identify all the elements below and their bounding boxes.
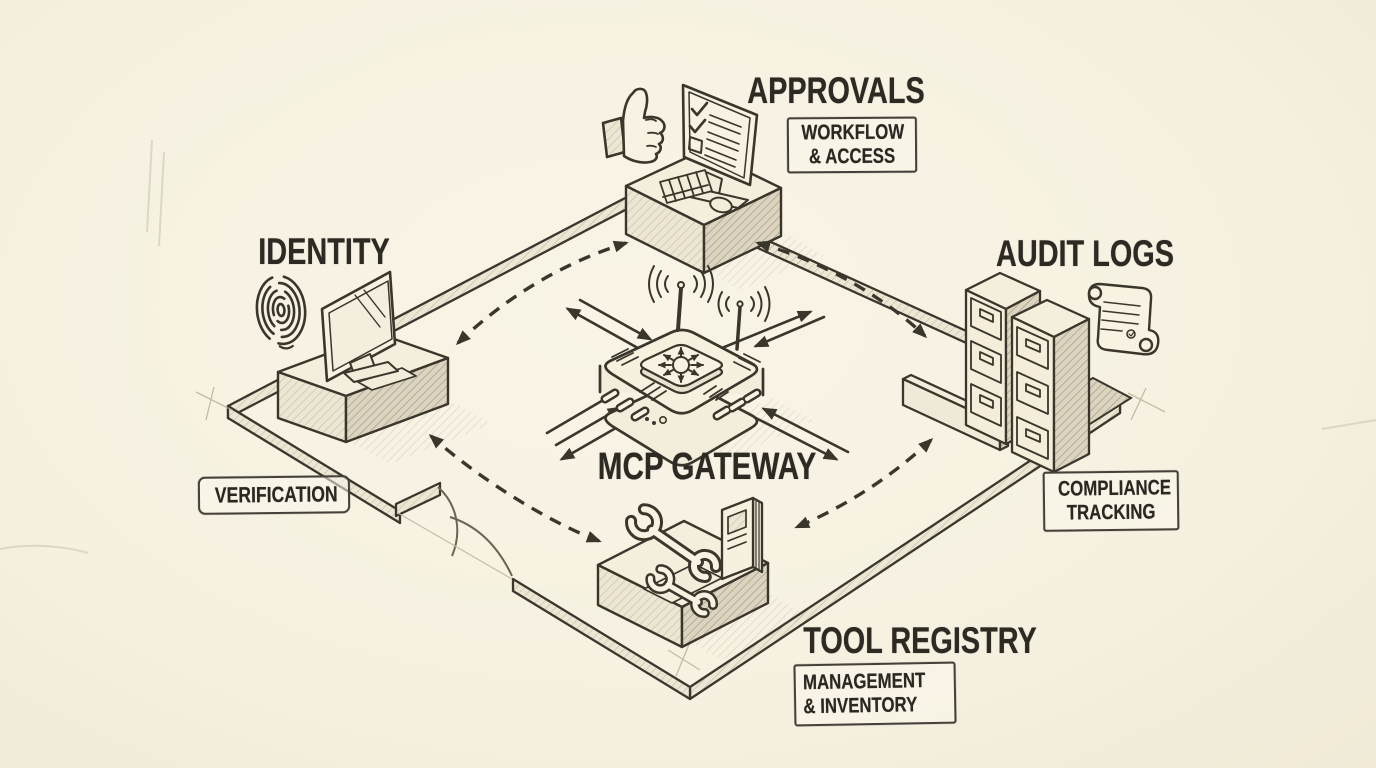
audit-logs-title: AUDIT LOGS <box>996 233 1174 274</box>
mouse-icon <box>709 196 733 214</box>
wall-bottom-left-b <box>226 404 402 525</box>
audit-badge-line2: TRACKING <box>1066 500 1156 525</box>
wrench-icon <box>625 503 722 583</box>
led-dot <box>652 421 656 425</box>
tools-pedestal-right <box>680 561 770 649</box>
desktop-monitor-icon <box>320 270 399 383</box>
flow-approvals-audit <box>755 240 928 339</box>
thumbs-up-icon <box>601 87 666 164</box>
identity-shadow <box>350 402 492 464</box>
identity-badge: VERIFICATION <box>197 475 351 515</box>
approvals-station <box>601 83 824 290</box>
tool-registry-station <box>596 496 808 660</box>
approvals-badge-line1: WORKFLOW <box>801 120 905 145</box>
approvals-badge-line2: & ACCESS <box>808 144 896 169</box>
audit-badge: COMPLIANCE TRACKING <box>1042 470 1180 532</box>
approvals-pedestal-right <box>702 186 783 275</box>
keyboard-icon <box>659 169 713 204</box>
audit-logs-station <box>901 271 1160 474</box>
tools-badge: MANAGEMENT & INVENTORY <box>793 661 957 727</box>
identity-station <box>255 270 492 464</box>
filing-cabinet-icon <box>1010 298 1091 474</box>
tools-badge-line1: MANAGEMENT <box>802 669 926 695</box>
identity-title: IDENTITY <box>258 231 390 272</box>
fingerprint-icon <box>255 274 307 350</box>
wifi-signal-icon <box>648 265 771 351</box>
approvals-title: APPROVALS <box>747 70 925 111</box>
paper-stray-marks <box>0 139 1376 554</box>
port-cylinders <box>600 388 762 422</box>
flow-tools-identity <box>428 434 602 543</box>
audit-badge-line1: COMPLIANCE <box>1057 476 1172 501</box>
led-ring <box>658 415 667 424</box>
mcp-gateway-device <box>545 265 850 467</box>
manual-book-icon <box>720 496 764 581</box>
identity-pedestal-right <box>344 356 450 444</box>
led-dot <box>645 417 649 421</box>
approvals-badge: WORKFLOW & ACCESS <box>786 116 918 174</box>
identity-badge-line1: VERIFICATION <box>214 481 338 508</box>
wall-bottom-left-a <box>511 577 692 701</box>
wrench-icon <box>645 564 719 618</box>
tools-shadow <box>684 594 808 660</box>
routing-arrows-icon <box>658 347 704 383</box>
vent-lines <box>611 348 761 401</box>
flow-identity-approvals <box>455 240 629 346</box>
dashed-flow-ring <box>428 240 934 543</box>
scroll-icon <box>1087 282 1160 356</box>
construction-guides <box>195 386 1166 677</box>
mcp-gateway-title: MCP GATEWAY <box>597 446 817 488</box>
router-icon <box>598 265 771 467</box>
tools-badge-line2: & INVENTORY <box>803 693 918 719</box>
tool-registry-title: TOOL REGISTRY <box>803 620 1037 661</box>
door-panel <box>394 481 442 518</box>
